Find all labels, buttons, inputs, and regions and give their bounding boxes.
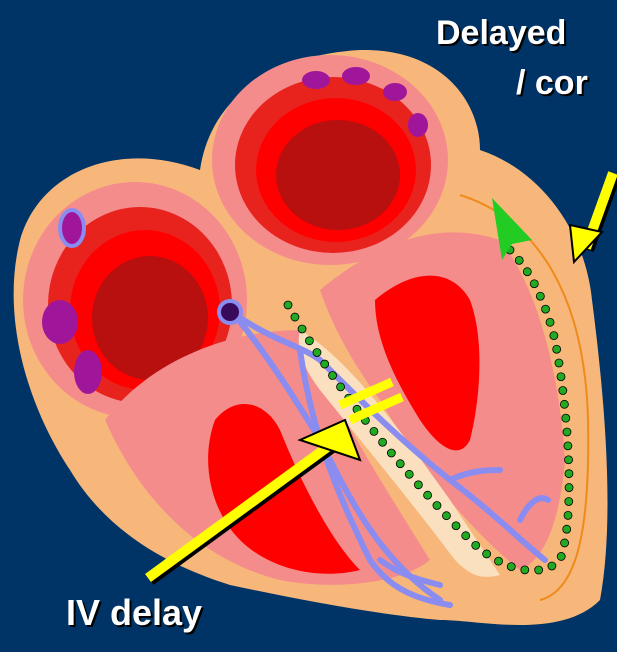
conduction-dot — [562, 414, 570, 422]
conduction-dot — [370, 427, 378, 435]
label-cor: / cor — [516, 64, 588, 103]
conduction-dot — [546, 318, 554, 326]
conduction-dot — [521, 566, 529, 574]
conduction-dot — [321, 360, 329, 368]
conduction-dot — [536, 292, 544, 300]
conduction-dot — [565, 497, 573, 505]
conduction-dot — [452, 522, 460, 530]
yellow-arrow-top-right — [570, 173, 615, 262]
conduction-dot — [553, 345, 561, 353]
conduction-dot — [565, 484, 573, 492]
conduction-dot — [396, 460, 404, 468]
conduction-dot — [405, 470, 413, 478]
conduction-dot — [530, 280, 538, 288]
conduction-dot — [433, 501, 441, 509]
conduction-dot — [565, 470, 573, 478]
conduction-dot — [555, 359, 563, 367]
sinus-node — [219, 301, 241, 323]
conduction-dot — [564, 511, 572, 519]
conduction-dot — [424, 491, 432, 499]
conduction-dot — [472, 541, 480, 549]
conduction-dot — [550, 332, 558, 340]
conduction-dot — [535, 566, 543, 574]
conduction-dot — [379, 438, 387, 446]
conduction-dot — [313, 348, 321, 356]
conduction-dot — [462, 532, 470, 540]
conduction-dot — [523, 268, 531, 276]
conduction-dot — [561, 539, 569, 547]
conduction-dot — [305, 337, 313, 345]
conduction-dot — [298, 325, 306, 333]
conduction-dot — [284, 301, 292, 309]
conduction-dot — [563, 525, 571, 533]
conduction-dot — [560, 400, 568, 408]
conduction-dot — [515, 256, 523, 264]
conduction-dot — [565, 456, 573, 464]
conduction-dot — [563, 428, 571, 436]
conduction-dot — [559, 387, 567, 395]
conduction-dot — [414, 481, 422, 489]
conduction-dot — [557, 552, 565, 560]
conduction-dot — [548, 562, 556, 570]
conduction-dot — [495, 557, 503, 565]
conduction-dot — [564, 442, 572, 450]
label-iv-delay: IV delay — [66, 592, 202, 634]
label-delayed: Delayed — [436, 14, 566, 53]
conduction-dot — [557, 373, 565, 381]
conduction-dot — [442, 512, 450, 520]
right-atrium — [212, 55, 448, 265]
conduction-dot — [507, 563, 515, 571]
conduction-dot — [329, 372, 337, 380]
conduction-dot — [483, 550, 491, 558]
conduction-dot — [337, 383, 345, 391]
conduction-dot — [542, 305, 550, 313]
conduction-dot — [387, 449, 395, 457]
conduction-dot — [291, 313, 299, 321]
